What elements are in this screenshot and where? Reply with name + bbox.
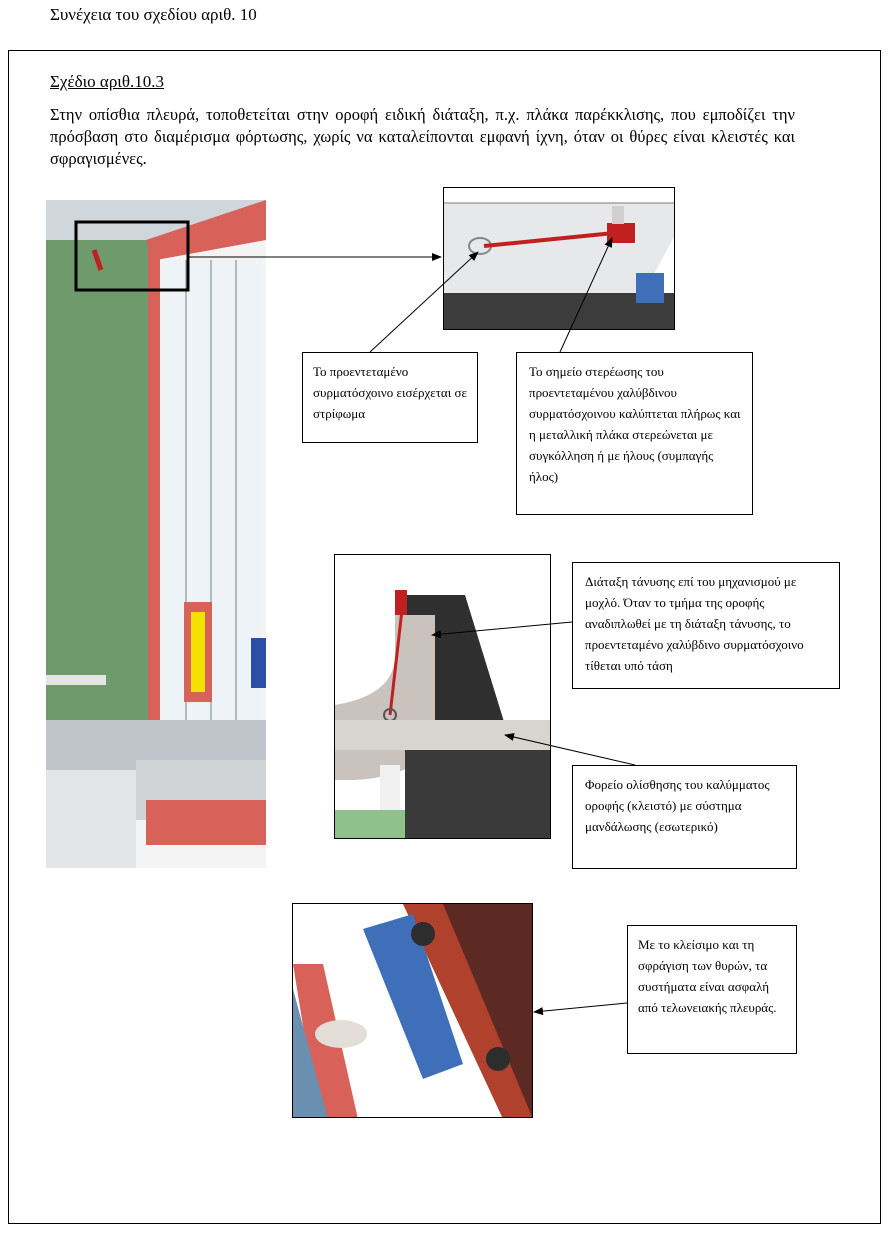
callout-door-seal: Με το κλείσιμο και τη σφράγιση των θυρών…	[627, 925, 797, 1054]
section-title: Σχέδιο αριθ.10.3	[50, 72, 165, 91]
callout-wire-enters: Το προεντεταμένο συρματόσχοινο εισέρχετα…	[302, 352, 478, 443]
door-seal-image	[292, 903, 533, 1118]
callout-tension-device: Διάταξη τάνυσης επί του μηχανισμού με μο…	[572, 562, 840, 689]
callout-slide-carrier: Φορείο ολίσθησης του καλύμματος οροφής (…	[572, 765, 797, 869]
roof-wire-detail-image	[443, 187, 675, 330]
page-header: Συνέχεια του σχεδίου αριθ. 10	[50, 5, 257, 24]
tension-device-image	[334, 554, 551, 839]
callout-anchor-point: Το σημείο στερέωσης του προεντεταμένου χ…	[516, 352, 753, 515]
section-body: Στην οπίσθια πλευρά, τοποθετείται στην ο…	[50, 105, 795, 168]
trailer-rear-illustration	[46, 200, 266, 868]
content-frame	[8, 50, 881, 1224]
